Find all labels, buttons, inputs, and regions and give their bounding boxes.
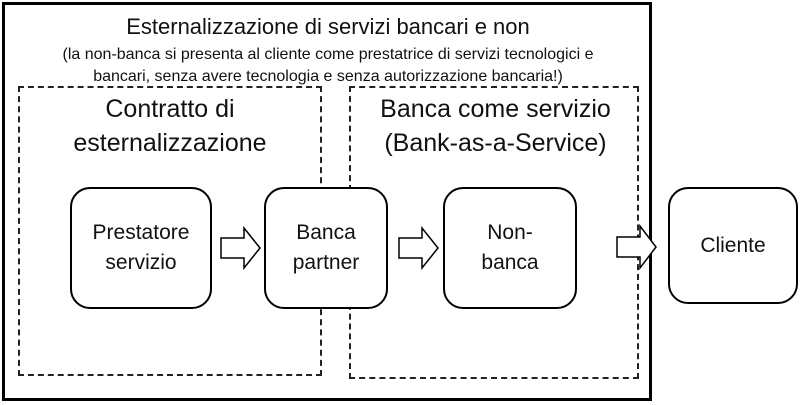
node-non-bank-line-2: banca (481, 251, 539, 274)
node-non-bank: Non- banca (443, 187, 577, 309)
outsourcing-contract-label-line-1: Contratto di (105, 95, 235, 123)
arrow-right-icon (616, 224, 657, 270)
outsourcing-contract-label-line-2: esternalizzazione (73, 129, 267, 157)
arrow-right-icon (220, 226, 261, 270)
bank-as-a-service-label-line-2: (Bank-as-a-Service) (384, 129, 607, 157)
node-service-provider-line-2: servizio (105, 251, 177, 274)
node-partner-bank-line-2: partner (292, 251, 360, 274)
outsourcing-frame (2, 2, 652, 401)
node-partner-bank-line-1: Banca (296, 221, 356, 244)
node-service-provider-line-1: Prestatore (92, 221, 190, 244)
bank-as-a-service-label: Banca come servizio (Bank-as-a-Service) (368, 92, 623, 160)
outsourcing-contract-label: Contratto di esternalizzazione (40, 92, 300, 160)
node-customer-label: Cliente (700, 233, 766, 257)
subtitle-line-1: (la non-banca si presenta al cliente com… (62, 46, 594, 63)
node-non-bank-line-1: Non- (487, 221, 533, 244)
bank-as-a-service-label-line-1: Banca come servizio (380, 95, 611, 123)
node-partner-bank: Banca partner (264, 187, 388, 309)
subtitle-line-2: bancari, senza avere tecnologia e senza … (93, 68, 563, 85)
node-service-provider: Prestatore servizio (70, 187, 212, 309)
arrow-right-icon (398, 226, 439, 270)
diagram-title: Esternalizzazione di servizi bancari e n… (126, 14, 530, 39)
node-customer: Cliente (668, 187, 798, 304)
diagram-subtitle: (la non-banca si presenta al cliente com… (40, 44, 616, 88)
